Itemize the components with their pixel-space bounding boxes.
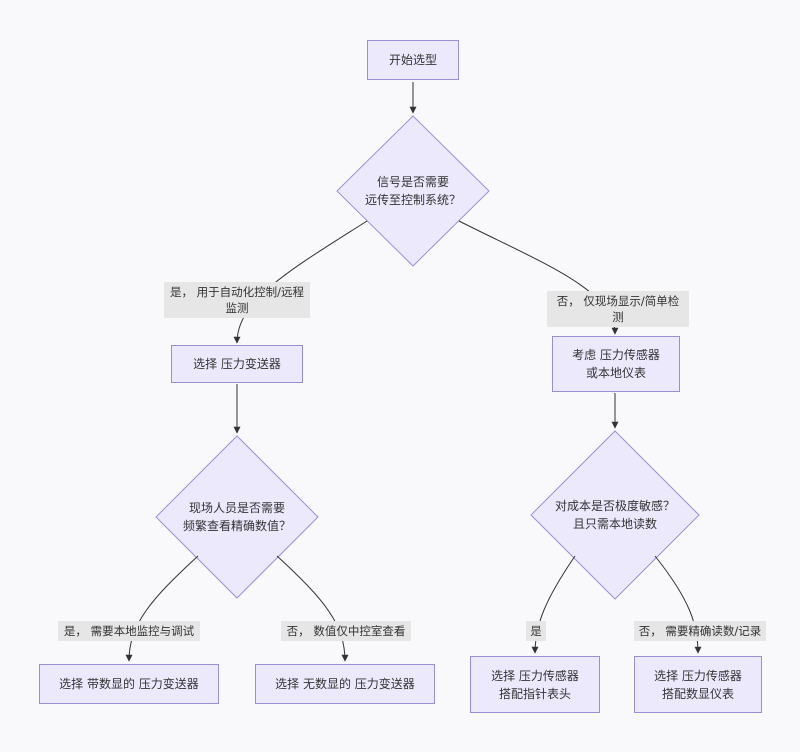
edge-cost-yes — [531, 555, 576, 654]
edge-label-no-precise: 否， 需要精确读数/记录 — [634, 621, 766, 641]
edge-cost-no — [654, 555, 702, 654]
edge-label-no-local: 否， 仅现场显示/简单检测 — [547, 291, 689, 327]
decision-cost-shape — [530, 430, 700, 600]
edge-label-yes-remote: 是， 用于自动化控制/远程 监测 — [164, 282, 310, 318]
decision-signal-shape — [336, 115, 490, 267]
node-consider-sensor: 考虑 压力传感器 或本地仪表 — [552, 336, 680, 392]
edge-label-no-control-room: 否， 数值仅中控室查看 — [281, 621, 411, 641]
node-result-display-transmitter: 选择 带数显的 压力变送器 — [39, 664, 219, 704]
node-result-sensor-gauge: 选择 压力传感器 搭配指针表头 — [470, 656, 600, 713]
decision-onsite-shape — [155, 435, 319, 599]
edge-label-yes: 是 — [526, 621, 546, 641]
edge-label-yes-local-debug: 是， 需要本地监控与调试 — [58, 621, 200, 641]
node-result-sensor-digital: 选择 压力传感器 搭配数显仪表 — [634, 656, 762, 713]
node-select-transmitter: 选择 压力变送器 — [171, 345, 303, 383]
node-result-no-display-transmitter: 选择 无数显的 压力变送器 — [255, 664, 435, 704]
edge-onsite-no — [276, 555, 349, 662]
node-start: 开始选型 — [367, 40, 459, 80]
edge-onsite-yes — [125, 555, 199, 662]
